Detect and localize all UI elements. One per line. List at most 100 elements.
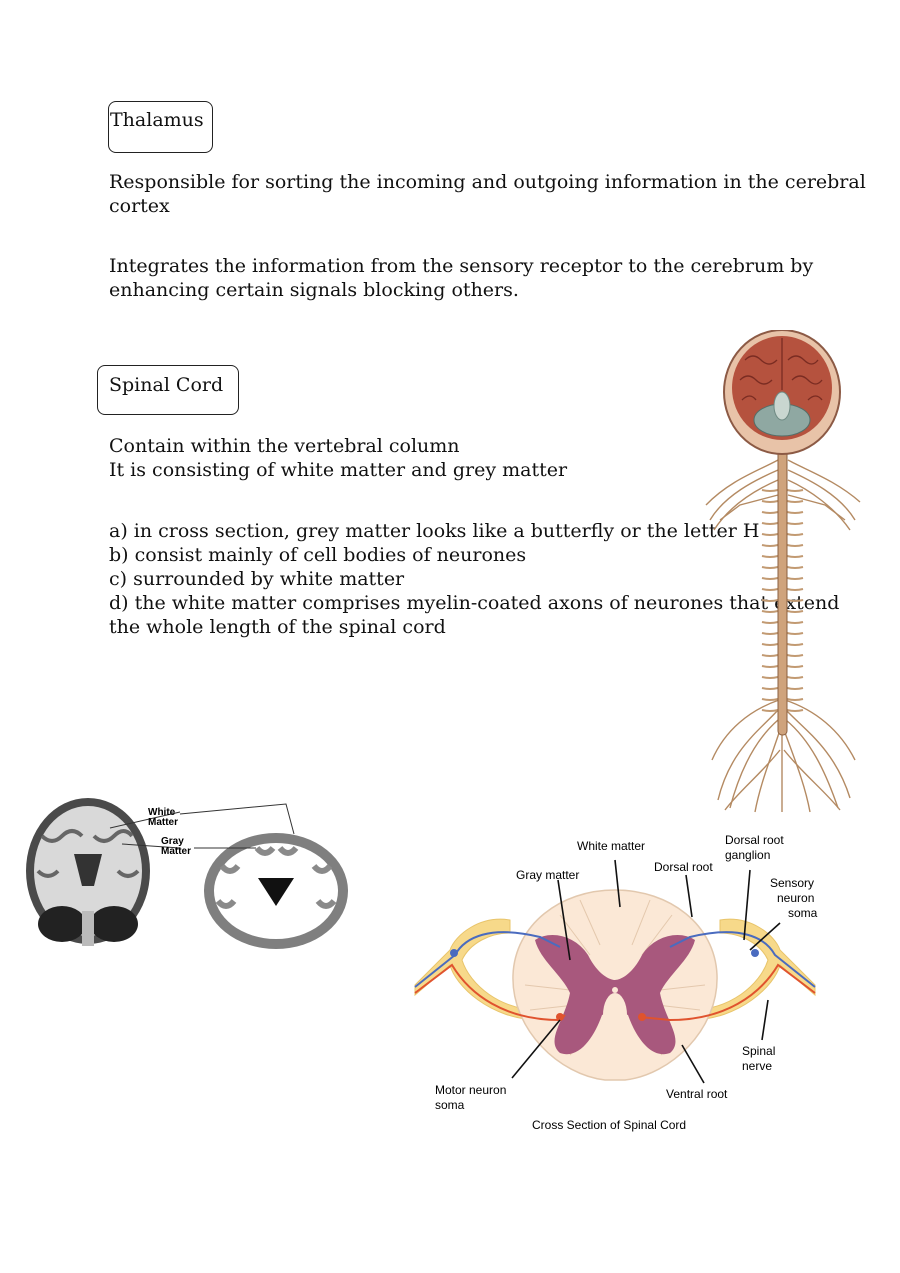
spinal-nerve-branch [786,676,804,679]
spinal-nerve-branch [786,632,804,635]
sensory-neuron-path [669,931,816,988]
label-gray: Gray [161,836,184,847]
label-spinal-2: nerve [742,1059,772,1073]
right-cerebellum [90,906,138,942]
ventricles [74,854,102,886]
spinal-cord-heading: Spinal Cord [109,374,224,396]
spinal-nerve-branch [786,544,804,547]
diagram-leader-lines [511,859,781,1084]
diagram-caption: Cross Section of Spinal Cord [532,1118,686,1132]
spinal-nerve-branch [761,610,779,613]
brain-slices-figure: White Matter Gray Matter [26,798,348,949]
spinal-nerve-branch [786,643,804,646]
spinal-nerve-branch [786,621,804,624]
ventral-fissure [603,993,627,1037]
thalamus-para-1: Responsible for sorting the incoming and… [109,170,866,218]
spinal-nerve-branch [786,698,804,701]
spinal-nerve-branch [761,599,779,602]
label-motor-1: Motor neuron [435,1083,506,1097]
spinal-nerve-branch [761,709,779,712]
spinal-nerve-branch [786,610,804,613]
text-line: Contain within the vertebral column [109,435,460,457]
label-matter: Matter [161,846,191,857]
spinal-nerve-branch [761,687,779,690]
text-line: Responsible for sorting the incoming and… [109,171,866,193]
spinal-nerve-branch [761,555,779,558]
list-item: c) surrounded by white matter [109,568,405,590]
text-line: Integrates the information from the sens… [109,255,814,277]
label-matter: Matter [148,817,178,828]
motor-soma-right [638,1013,646,1021]
spinal-nerve-branch [761,654,779,657]
brainstem-slice [82,911,94,946]
spinal-nerve-branch [761,533,779,536]
spinal-nerve-branch [761,500,779,503]
spinal-nerve-branch [786,533,804,536]
thalamus-heading: Thalamus [110,109,204,131]
label-sensory-2: neuron [777,891,814,905]
label-gray-matter: Gray matter [516,868,579,882]
motor-soma-left [556,1013,564,1021]
coronal-folds [215,845,337,909]
label-white-matter: White matter [577,839,645,853]
coronal-ventricles [258,878,294,906]
brainstem [773,391,791,421]
thalamus-para-2: Integrates the information from the sens… [109,254,813,302]
thalamus-heading-box: Thalamus [108,101,213,153]
spinal-nerve-branch [761,489,779,492]
spinal-nerve-branch [761,566,779,569]
spinal-nerve-branch [786,566,804,569]
spinal-nerve-branch [786,555,804,558]
left-cerebellum [38,906,86,942]
text-line: cortex [109,195,170,217]
label-sensory-1: Sensory [770,876,814,890]
nerve-branches [705,459,861,813]
motor-neuron-path [414,963,566,1022]
spinal-cord-heading-box: Spinal Cord [97,365,239,415]
sensory-soma-right [751,949,759,957]
text-line: enhancing certain signals blocking other… [109,279,519,301]
spinal-nerve-branch [786,709,804,712]
spinal-cord-cross-section: White matter Gray matter Dorsal root Dor… [414,833,818,1132]
label-ventral-root: Ventral root [666,1087,728,1101]
list-item: a) in cross section, grey matter looks l… [109,520,760,542]
spinal-nerve-branch [761,621,779,624]
spinal-nerve-branch [786,687,804,690]
spinal-nerve-branch [786,489,804,492]
spinal-nerve-branch [786,654,804,657]
cortical-folds [36,829,140,878]
spinal-nerve-branch [786,665,804,668]
spinal-cord-shape [777,444,788,736]
spinal-cord-points: a) in cross section, grey matter looks l… [109,519,839,639]
spinal-nerve-branch [761,665,779,668]
sensory-soma-left [450,949,458,957]
spinal-nerve-branch [761,698,779,701]
spinal-nerve-branch [761,522,779,525]
list-item: d) the white matter comprises myelin-coa… [109,592,840,614]
label-sensory-3: soma [788,906,818,920]
list-item: the whole length of the spinal cord [109,616,446,638]
spinal-cord-intro: Contain within the vertebral column It i… [109,434,567,482]
spinal-nerve-branch [786,577,804,580]
spinal-nerve-branch [761,676,779,679]
spinal-nerve-branch [761,643,779,646]
label-motor-2: soma [435,1098,465,1112]
spinal-nerve-branch [761,544,779,547]
motor-neuron-path [639,963,816,1022]
label-dorsal-root: Dorsal root [654,860,713,874]
list-item: b) consist mainly of cell bodies of neur… [109,544,527,566]
label-leader-lines [109,803,295,849]
brain-folds [739,338,823,401]
spinal-nerve-branch [761,632,779,635]
spinal-nerve-branch [786,588,804,591]
nervous-system-illustration [705,330,861,813]
spinal-nerve-branch [786,500,804,503]
central-canal [612,987,618,993]
label-drg-2: ganglion [725,848,770,862]
label-white: White [148,807,176,818]
label-spinal-1: Spinal [742,1044,775,1058]
label-drg-1: Dorsal root [725,833,784,847]
spinal-nerve-branch [761,511,779,514]
spinal-nerve-branch [761,577,779,580]
spinal-nerves [761,489,804,712]
